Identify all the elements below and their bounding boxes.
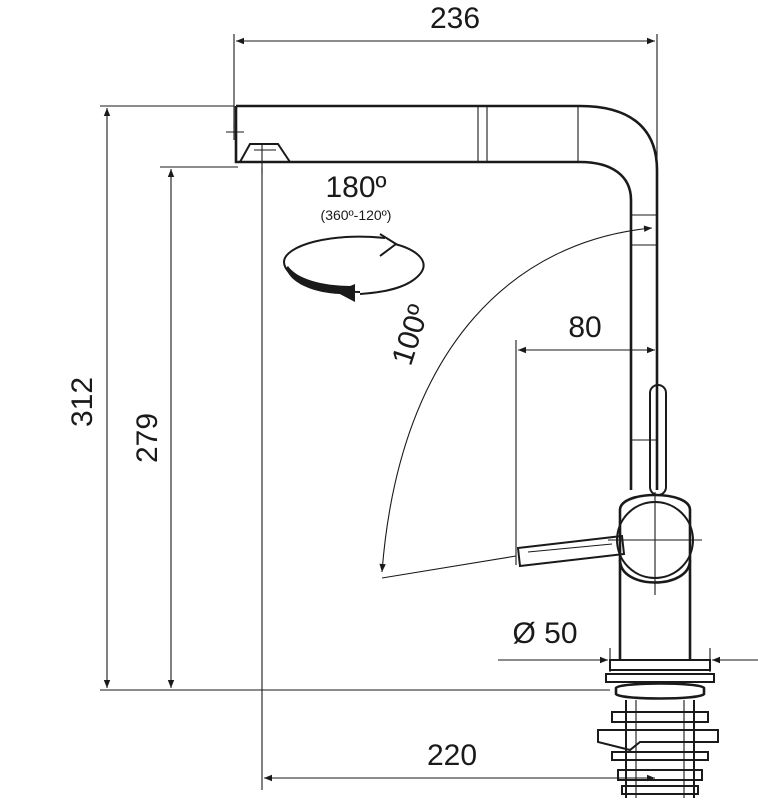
dimension-label-lever-offset: 80 <box>568 311 601 344</box>
faucet-body <box>226 104 719 798</box>
dimension-label-spout-height: 279 <box>131 413 164 463</box>
spray-head <box>239 143 291 163</box>
dimension-lever-offset: 80 <box>515 311 655 565</box>
dimension-spout-height: 279 <box>131 166 238 688</box>
dimension-label-base-diameter: Ø 50 <box>512 617 577 650</box>
swivel-range-label: (360º-120º) <box>321 207 392 223</box>
swivel-arrow-head-icon <box>336 284 355 302</box>
dimension-total-height: 312 <box>66 105 610 691</box>
swivel-angle-label: 180º <box>325 171 386 204</box>
dimension-top-width: 236 <box>233 2 658 380</box>
mounting-hardware <box>597 700 719 798</box>
lever-handle-open <box>516 534 626 568</box>
lever-angle-label: 100º <box>386 301 436 369</box>
dimension-base-diameter: Ø 50 <box>498 617 758 672</box>
dimension-reach: 220 <box>261 168 655 790</box>
base-ring <box>609 659 711 671</box>
dimension-label-top-width: 236 <box>430 2 480 35</box>
dimension-label-reach: 220 <box>427 739 477 772</box>
swivel-rotation-indicator: 180º (360º-120º) <box>282 171 425 302</box>
lever-rotation-indicator: 100º <box>379 225 653 579</box>
dimension-label-total-height: 312 <box>66 377 99 427</box>
